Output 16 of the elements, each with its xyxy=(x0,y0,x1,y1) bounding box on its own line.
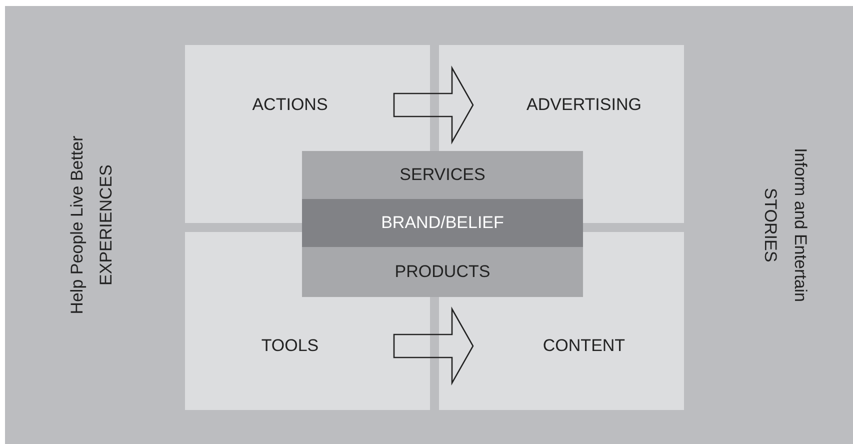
side-label: Help People Live Better xyxy=(67,136,87,314)
block-arrow xyxy=(393,306,474,386)
node-label: PRODUCTS xyxy=(394,262,490,282)
band xyxy=(302,199,583,247)
node-label: SERVICES xyxy=(400,165,486,185)
side-label: Inform and Entertain xyxy=(790,148,810,302)
node-label: ADVERTISING xyxy=(526,95,642,115)
node-label: BRAND/BELIEF xyxy=(381,213,504,233)
node-label: TOOLS xyxy=(261,336,319,356)
band xyxy=(302,151,583,199)
block-arrow xyxy=(393,66,474,144)
side-label: STORIES xyxy=(760,188,780,262)
node-label: ACTIONS xyxy=(252,95,328,115)
side-label: EXPERIENCES xyxy=(96,164,116,286)
node-label: CONTENT xyxy=(542,336,626,356)
band xyxy=(302,247,583,297)
